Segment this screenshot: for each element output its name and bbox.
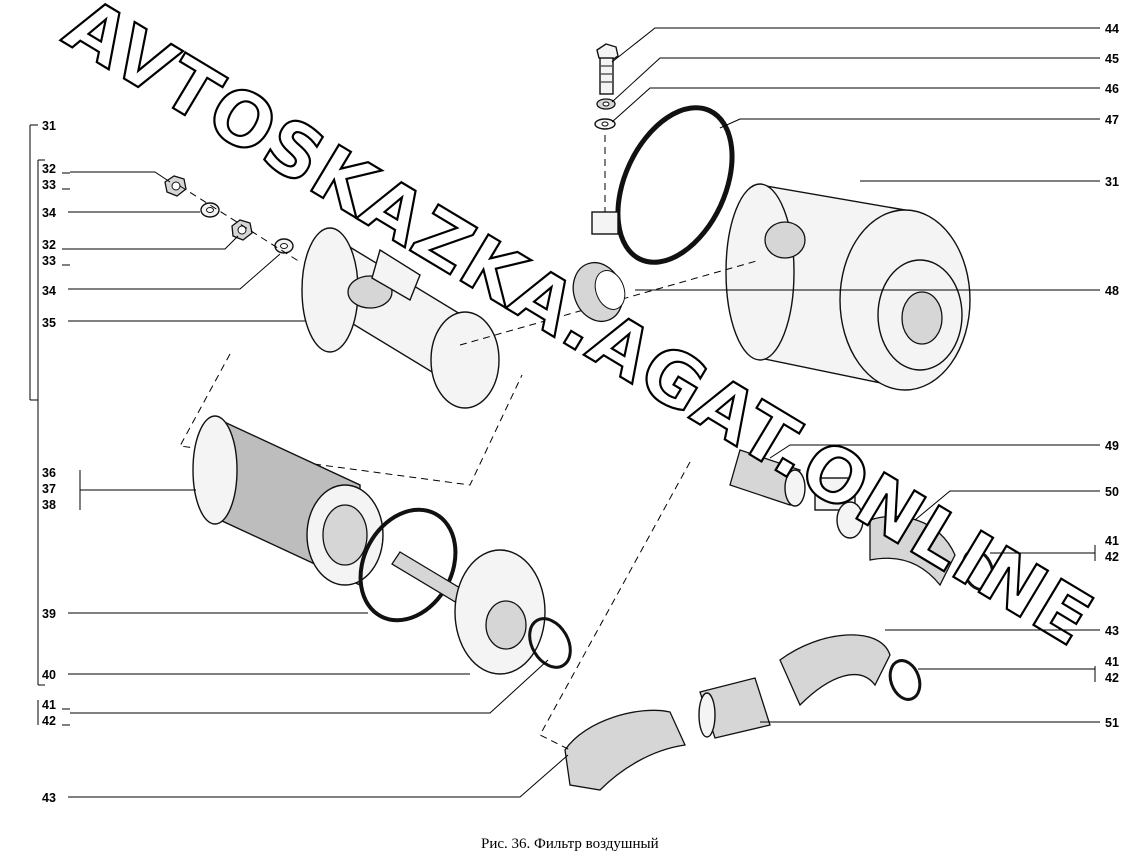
hose-clamp-41-42-right-lower: [888, 659, 922, 701]
label-38-left: 38: [42, 498, 56, 512]
label-43-right: 43: [1105, 624, 1119, 638]
label-41-left: 41: [42, 698, 56, 712]
hose-clamp-41-42-right-upper: [961, 549, 995, 591]
filter-element-36-38: [192, 415, 384, 587]
label-40-left: 40: [42, 668, 56, 682]
washer-34-upper: [200, 202, 220, 218]
housing-body-31: [725, 183, 971, 391]
hose-49: [729, 449, 806, 507]
housing-cover-35: [301, 227, 500, 409]
label-42-right-a: 42: [1105, 550, 1119, 564]
label-42-right-b: 42: [1105, 671, 1119, 685]
corrugated-hose-50: [869, 515, 956, 587]
label-50-right: 50: [1105, 485, 1119, 499]
label-33-left-a: 33: [42, 178, 56, 192]
label-49-right: 49: [1105, 439, 1119, 453]
label-46-right: 46: [1105, 82, 1119, 96]
sensor-housing: [814, 477, 864, 539]
label-42-left: 42: [42, 714, 56, 728]
label-51-right: 51: [1105, 716, 1119, 730]
washer-34-lower: [274, 238, 294, 254]
sleeve-51: [698, 677, 771, 739]
nut-32-upper: [164, 175, 187, 197]
label-31-right: 31: [1105, 175, 1119, 189]
label-45-right: 45: [1105, 52, 1119, 66]
washer-45: [596, 98, 616, 110]
label-35-left: 35: [42, 316, 56, 330]
mounting-strap-47: [591, 105, 735, 265]
label-48-right: 48: [1105, 284, 1119, 298]
label-37-left: 37: [42, 482, 56, 496]
sleeve-48: [572, 261, 626, 323]
figure-caption: Рис. 36. Фильтр воздушный: [481, 836, 659, 852]
label-33-left-b: 33: [42, 254, 56, 268]
washer-46: [594, 118, 616, 130]
bottom-cover-40: [391, 549, 546, 675]
label-41-right-a: 41: [1105, 534, 1119, 548]
nut-32-lower: [231, 219, 253, 241]
label-32-left-a: 32: [42, 162, 56, 176]
corrugated-hose-43-upper: [779, 634, 891, 707]
label-34-left-b: 34: [42, 284, 56, 298]
label-32-left-b: 32: [42, 238, 56, 252]
label-39-left: 39: [42, 607, 56, 621]
corrugated-hose-43-lower: [564, 709, 686, 791]
label-36-left: 36: [42, 466, 56, 480]
hose-clamp-41-42-left: [528, 617, 572, 669]
bolt-44: [596, 43, 619, 95]
label-44-right: 44: [1105, 22, 1119, 36]
label-41-right-b: 41: [1105, 655, 1119, 669]
label-43-left: 43: [42, 791, 56, 805]
label-47-right: 47: [1105, 113, 1119, 127]
label-31-left: 31: [42, 119, 56, 133]
label-34-left-a: 34: [42, 206, 56, 220]
